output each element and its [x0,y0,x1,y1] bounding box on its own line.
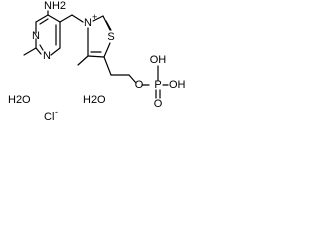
bond [103,56,112,76]
bond [77,55,89,66]
molecular-structure-diagram: NH2 N N N + S O P OH OH O H2O H2O Cl - [8,0,186,123]
amino-group-label: NH2 [44,0,66,12]
hydroxyl-right-label: OH [169,79,186,91]
hydroxyl-top-label: OH [150,54,167,66]
water-molecule: H2O [83,94,106,106]
bond [59,14,73,23]
water-molecule: H2O [8,94,31,106]
atom-labels: NH2 N N N + S O P OH OH O [32,0,186,110]
bond [92,15,104,22]
bond [39,18,49,25]
thiazolium-charge-label: + [92,12,97,22]
phosphorus-label: P [154,79,161,91]
bond [103,42,111,58]
bond [35,14,49,23]
pyrimidine-n-upper-label: N [32,30,40,42]
bond [47,14,61,23]
bond [128,74,137,84]
bond [87,55,105,58]
salt-and-hydrate: H2O H2O Cl - [8,94,106,123]
bond [50,47,61,56]
phosphoryl-oxygen-label: O [154,98,163,110]
pyrimidine-n-lower-label: N [43,50,51,62]
chloride-charge: - [55,107,58,117]
bond [71,14,84,23]
ester-oxygen-label: O [135,79,144,91]
bond [39,44,44,51]
bond [105,20,112,31]
thiazolium-s-label: S [107,31,114,43]
bond-lines [23,10,169,99]
bond [35,47,42,55]
chloride-ion: Cl [44,111,54,123]
thiazolium-n-label: N [84,17,92,29]
bond [23,47,37,56]
